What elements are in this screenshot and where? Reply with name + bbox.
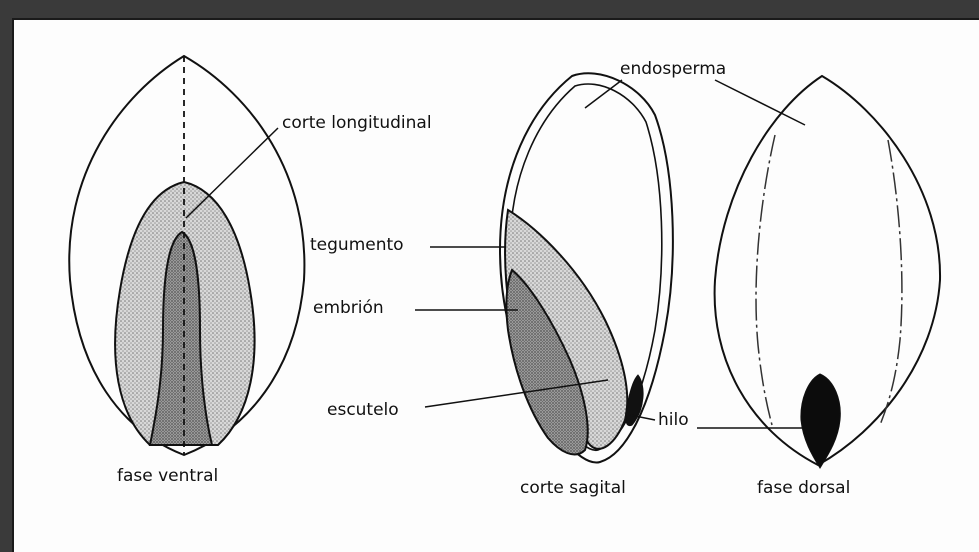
label-tegumento: tegumento (310, 235, 404, 255)
label-escutelo: escutelo (327, 400, 399, 420)
label-fase-ventral: fase ventral (117, 466, 218, 486)
corte-sagital-grain (500, 73, 673, 462)
label-corte-sagital: corte sagital (520, 478, 626, 498)
label-endosperma: endosperma (620, 59, 726, 79)
sagital-hilum (626, 375, 643, 426)
label-hilo: hilo (658, 410, 689, 430)
fase-dorsal-grain (715, 76, 940, 468)
fase-ventral-grain (69, 56, 304, 455)
dorsal-ridge-right (880, 140, 902, 425)
label-embrion: embrión (313, 298, 384, 318)
leader-corte-longitudinal (186, 128, 278, 218)
label-fase-dorsal: fase dorsal (757, 478, 850, 498)
label-corte-longitudinal: corte longitudinal (282, 113, 432, 133)
leader-lines (186, 80, 805, 428)
dorsal-ridge-left (756, 135, 775, 425)
